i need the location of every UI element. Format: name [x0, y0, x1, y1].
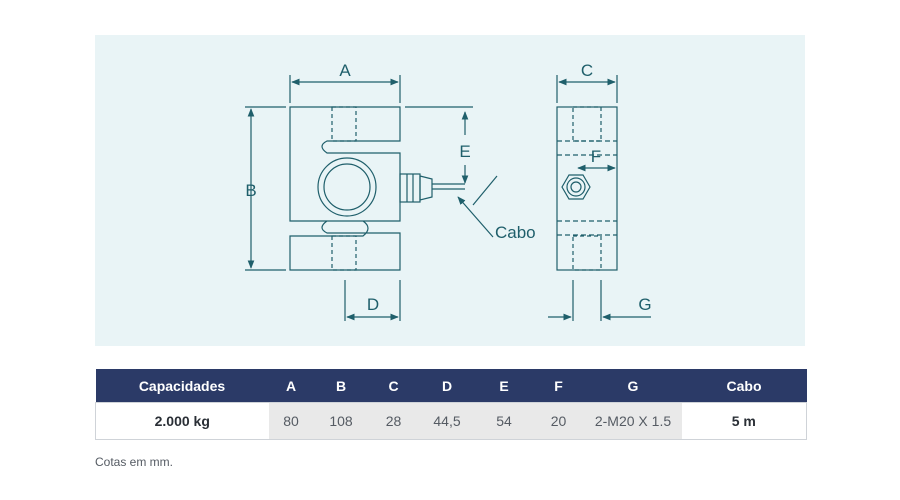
header-a: A — [268, 369, 314, 403]
units-footnote: Cotas em mm. — [95, 455, 174, 469]
table-header-row: Capacidades A B C D E F G Cabo — [95, 369, 807, 403]
top-thread-hole — [331, 106, 357, 142]
cable-label: Cabo — [495, 223, 536, 242]
cell-capacity: 2.000 kg — [95, 402, 269, 440]
cell-e: 54 — [475, 402, 533, 440]
side-body-outline — [556, 106, 618, 271]
dimension-a-label: A — [339, 61, 351, 80]
bottom-thread-hole — [331, 235, 357, 271]
table-row: 2.000 kg 80 108 28 44,5 54 20 2-M20 X 1.… — [95, 402, 807, 440]
dimension-e-label: E — [459, 142, 470, 161]
cell-cable: 5 m — [681, 402, 807, 440]
gland-hex-nut — [561, 174, 591, 200]
s-body-outline — [289, 106, 401, 271]
header-e: E — [475, 369, 533, 403]
cell-b: 108 — [313, 402, 369, 440]
header-f: F — [532, 369, 585, 403]
dimension-b-label: B — [245, 181, 256, 200]
header-g: G — [584, 369, 682, 403]
cable-leader-line — [457, 196, 494, 238]
header-d: D — [418, 369, 476, 403]
cable-gland-body — [419, 175, 433, 201]
load-cell-drawing: A B E D Cabo C F G — [245, 61, 652, 321]
front-view — [289, 106, 498, 271]
cell-a: 80 — [268, 402, 314, 440]
cable-break-mark — [472, 175, 498, 206]
technical-drawing-panel: A B E D Cabo C F G — [95, 35, 805, 346]
header-capacidades: Capacidades — [95, 369, 269, 403]
center-bore — [317, 157, 377, 217]
gland-inner-circle — [570, 181, 582, 193]
cell-f: 20 — [532, 402, 585, 440]
header-c: C — [368, 369, 419, 403]
header-b: B — [313, 369, 369, 403]
dimension-c-label: C — [581, 61, 593, 80]
cell-d: 44,5 — [418, 402, 476, 440]
cell-c: 28 — [368, 402, 419, 440]
dimension-d-label: D — [367, 295, 379, 314]
dimension-f-label: F — [591, 147, 601, 166]
cell-g: 2-M20 X 1.5 — [584, 402, 682, 440]
header-cabo: Cabo — [681, 369, 807, 403]
center-bore-inner — [323, 163, 371, 211]
dimension-g-label: G — [638, 295, 651, 314]
specifications-table: Capacidades A B C D E F G Cabo 2.000 kg … — [95, 369, 807, 440]
gland-outer-circle — [566, 177, 586, 197]
side-view — [556, 106, 618, 271]
cable-gland-nut — [399, 173, 421, 203]
